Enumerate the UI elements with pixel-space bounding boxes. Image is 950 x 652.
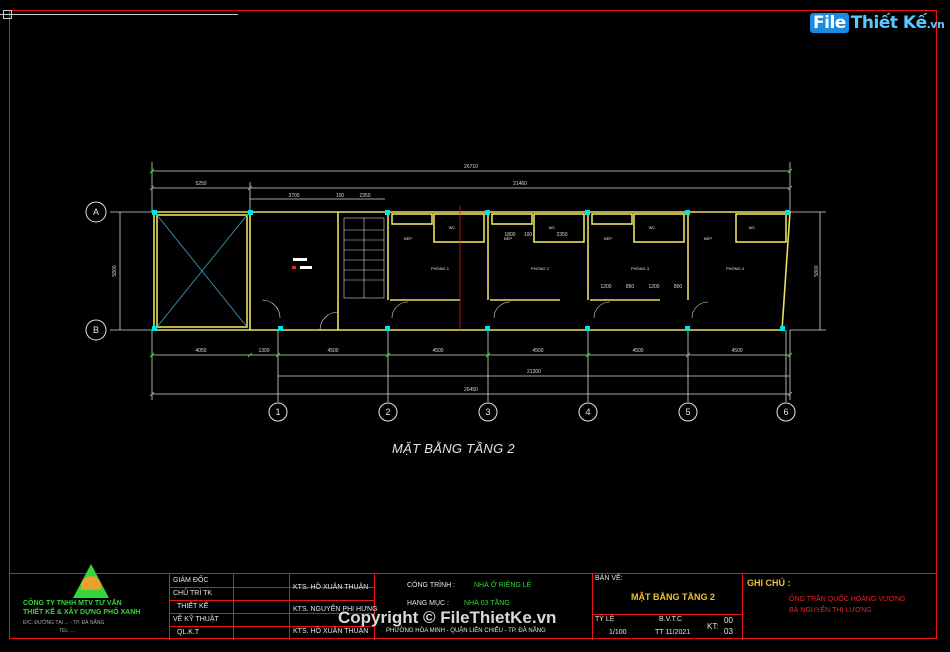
dim-inner-5: 850 bbox=[626, 284, 635, 290]
copyright-watermark: Copyright © FileThietKe.vn bbox=[338, 608, 557, 627]
ucs-corner bbox=[3, 10, 12, 19]
tb-divider bbox=[742, 574, 743, 640]
room-label-3: PHÒNG 3 bbox=[631, 266, 650, 271]
dim-bottom-total: 26450 bbox=[464, 387, 478, 393]
tb-divider bbox=[233, 574, 234, 640]
dim-bottom-4: 4500 bbox=[432, 348, 443, 354]
company-name-line1: CÔNG TY TNHH MTV TƯ VẤN bbox=[23, 600, 122, 607]
room-label-2: PHÒNG 2 bbox=[531, 266, 550, 271]
bep-label-3: BẾP bbox=[604, 236, 612, 241]
cong-trinh-value: NHÀ Ở RIÊNG LẺ bbox=[474, 582, 532, 589]
axis-label-5: 5 bbox=[685, 407, 690, 417]
dim-top-sub-3: 2350 bbox=[359, 193, 370, 199]
tb-row-line bbox=[169, 600, 374, 601]
ucs-line bbox=[0, 14, 238, 15]
axis-label-a: A bbox=[93, 207, 99, 217]
dim-bottom-7: 4500 bbox=[731, 348, 742, 354]
wc-label-4: WC bbox=[749, 225, 756, 230]
tb-row-line bbox=[169, 587, 374, 588]
drawing-frame bbox=[9, 10, 937, 639]
dim-bottom-3: 4500 bbox=[327, 348, 338, 354]
axis-label-6: 6 bbox=[783, 407, 788, 417]
dim-left: 5800 bbox=[112, 265, 118, 276]
hang-muc-value: NHÀ 03 TẦNG bbox=[464, 600, 510, 607]
ban-ve-value: MẶT BẰNG TẦNG 2 bbox=[631, 592, 715, 602]
bep-label-1: BẾP bbox=[404, 236, 412, 241]
tb-divider bbox=[289, 574, 290, 640]
hang-muc-label: HẠNG MỤC : bbox=[407, 600, 449, 607]
tb-divider bbox=[169, 574, 170, 640]
dim-inner-2: 100 bbox=[524, 232, 533, 238]
axis-label-4: 4 bbox=[585, 407, 590, 417]
dim-inner-1: 1800 bbox=[504, 232, 515, 238]
dim-top-left: 5250 bbox=[195, 181, 206, 187]
role-5: QL.K.T bbox=[177, 629, 200, 636]
person-2: KTS. NGUYỄN PHI HƯNG bbox=[293, 606, 378, 613]
person-3: KTS. HỒ XUÂN THUẬN bbox=[293, 628, 369, 635]
company-tel: TEL: ... bbox=[59, 628, 76, 634]
tb-row-line bbox=[592, 614, 742, 615]
wc-label-2: WC bbox=[549, 225, 556, 230]
dim-top-sub-1: 3700 bbox=[288, 193, 299, 199]
room-label-4: PHÒNG 4 bbox=[726, 266, 745, 271]
dim-inner-4: 1200 bbox=[600, 284, 611, 290]
role-1: GIÁM ĐỐC bbox=[173, 577, 209, 584]
dim-bottom-6: 4500 bbox=[632, 348, 643, 354]
dim-inner-7: 800 bbox=[674, 284, 683, 290]
ty-le-label: TỶ LỆ bbox=[595, 616, 615, 623]
kt-value: 00 bbox=[724, 616, 733, 625]
room-label-1: PHÒNG 1 bbox=[431, 266, 450, 271]
logo-suffix: .vn bbox=[926, 18, 945, 31]
dim-bottom-5: 4500 bbox=[532, 348, 543, 354]
company-address: Đ/C: ĐƯỜNG TẠI ... - TP. ĐÀ NẴNG bbox=[23, 620, 105, 626]
logo-name: Thiết Kế bbox=[850, 13, 927, 33]
date-value: TT 11/2021 bbox=[655, 629, 691, 636]
role-2: CHỦ TRÌ TK bbox=[173, 590, 213, 597]
tb-divider bbox=[374, 574, 375, 640]
role-4: VẼ KỸ THUẬT bbox=[173, 616, 219, 623]
wc-label-3: WC bbox=[649, 225, 656, 230]
dim-bottom-1: 4050 bbox=[195, 348, 206, 354]
axis-label-b: B bbox=[93, 325, 99, 335]
dim-bottom-sub: 21300 bbox=[527, 369, 541, 375]
axis-label-2: 2 bbox=[385, 407, 390, 417]
ty-le-value: 1/100 bbox=[609, 629, 627, 636]
drawing-title: MẶT BẰNG TẦNG 2 bbox=[392, 441, 515, 456]
axis-label-1: 1 bbox=[275, 407, 280, 417]
tb-divider bbox=[592, 574, 593, 640]
dim-inner-6: 1200 bbox=[648, 284, 659, 290]
axis-label-3: 3 bbox=[485, 407, 490, 417]
kt-label: KT: bbox=[707, 622, 719, 631]
company-name-line2: THIẾT KẾ & XÂY DỰNG PHỐ XANH bbox=[23, 609, 141, 616]
bep-label-2: BẾP bbox=[504, 236, 512, 241]
bep-label-4: BẾP bbox=[704, 236, 712, 241]
dim-top-sub-2: 100 bbox=[336, 193, 345, 199]
role-3: THIẾT KẾ bbox=[177, 603, 209, 610]
ghi-chu-label: GHI CHÚ : bbox=[747, 578, 791, 588]
dim-top-total: 26710 bbox=[464, 164, 478, 170]
dim-bottom-2: 1300 bbox=[258, 348, 269, 354]
note-2: BÀ NGUYỄN THỊ LƯƠNG bbox=[789, 607, 872, 614]
ban-ve-label: BẢN VẼ: bbox=[595, 575, 623, 582]
dim-top-right: 21460 bbox=[513, 181, 527, 187]
tb-row-line bbox=[169, 613, 374, 614]
dim-right: 5800 bbox=[814, 265, 820, 276]
project-address: PHƯỜNG HÒA MINH - QUẬN LIÊN CHIỂU - TP. … bbox=[386, 628, 546, 634]
note-1: ÔNG TRẦN QUỐC HOÀNG VƯƠNG bbox=[789, 596, 906, 603]
wc-label-1: WC bbox=[449, 225, 456, 230]
dim-inner-3: 2350 bbox=[556, 232, 567, 238]
stage-value: B.V.T.C bbox=[659, 616, 683, 623]
company-logo-sun-icon bbox=[81, 576, 101, 590]
tb-row-line bbox=[169, 626, 374, 627]
person-1: KTS. HỒ XUÂN THUẬN bbox=[293, 584, 369, 591]
title-block: CÔNG TY TNHH MTV TƯ VẤN THIẾT KẾ & XÂY D… bbox=[9, 564, 937, 640]
logo-prefix: File bbox=[810, 13, 849, 33]
cong-trinh-label: CÔNG TRÌNH : bbox=[407, 582, 456, 589]
sheet-number: 03 bbox=[724, 627, 733, 636]
